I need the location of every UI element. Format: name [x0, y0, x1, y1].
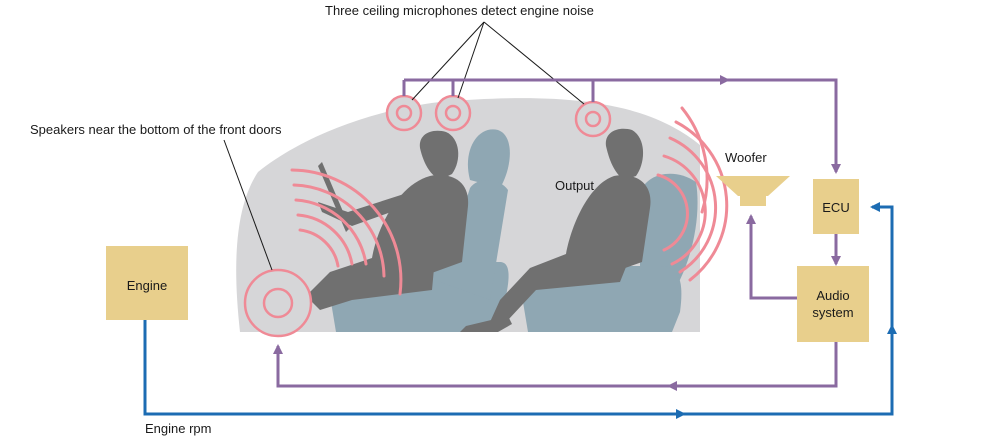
microphone-icon	[385, 94, 423, 132]
engine-rpm-caption: Engine rpm	[145, 421, 211, 436]
sound-wave-icon	[290, 168, 403, 296]
woofer-icon	[716, 176, 790, 206]
audio-label-line2: system	[812, 305, 853, 320]
sound-wave-icon	[656, 106, 729, 282]
microphone-icon	[574, 100, 612, 138]
woofer-caption: Woofer	[725, 150, 767, 165]
audio-label-line1: Audio	[816, 288, 849, 303]
microphone-icon	[434, 94, 472, 132]
engine-rpm-path	[143, 202, 897, 419]
output-caption: Output	[555, 178, 594, 193]
engine-label: Engine	[127, 278, 167, 293]
microphone-callout-lines	[411, 21, 585, 105]
ecu-block: ECU	[813, 179, 859, 234]
speaker-callout-line	[223, 139, 273, 271]
microphone-signal-path	[273, 75, 841, 391]
speaker-icon	[243, 268, 313, 338]
audio-system-block: Audio system	[797, 266, 869, 342]
engine-block: Engine	[106, 246, 188, 320]
ecu-label: ECU	[822, 200, 849, 215]
microphones-caption: Three ceiling microphones detect engine …	[325, 3, 594, 18]
passenger-silhouette	[460, 128, 651, 332]
speakers-caption: Speakers near the bottom of the front do…	[30, 122, 282, 137]
